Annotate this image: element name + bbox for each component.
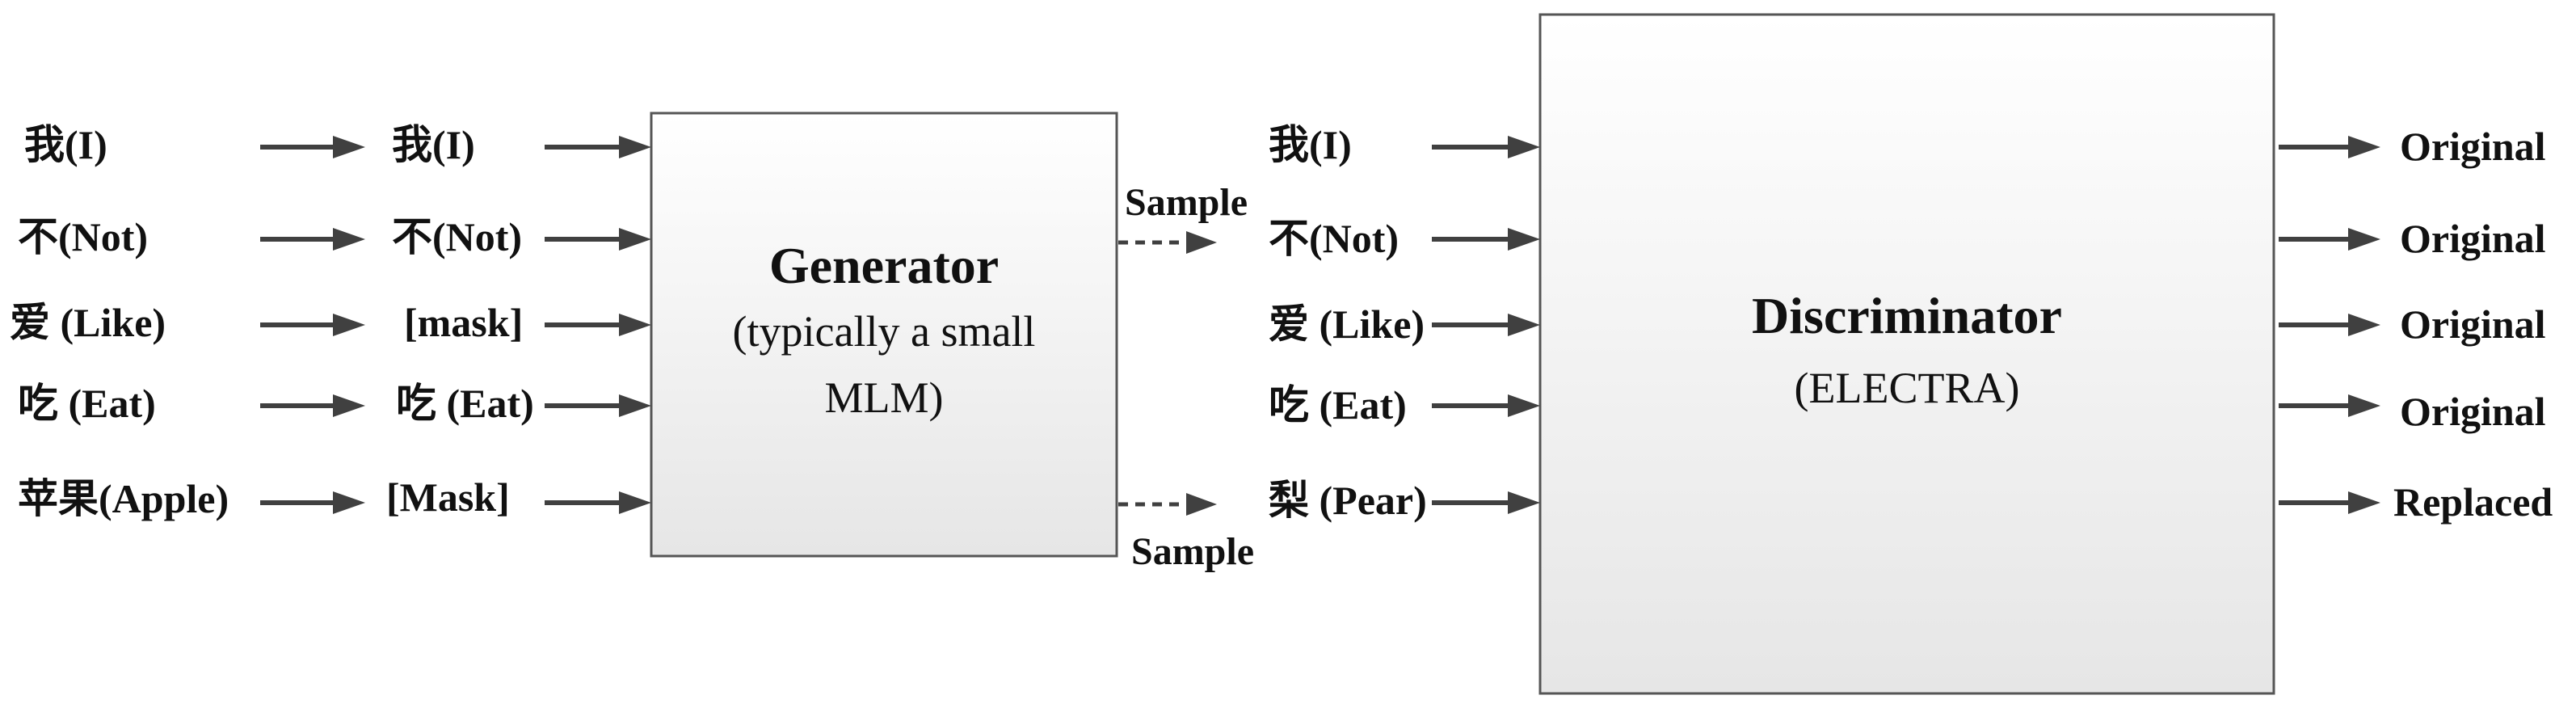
arrow-sample-to-discriminator-1 <box>1432 136 1540 158</box>
discriminator-box: Discriminator (ELECTRA) <box>1538 13 2275 695</box>
sample-label-top: Sample <box>1125 181 1248 224</box>
masked-token-4: 吃 (Eat) <box>396 381 534 426</box>
generator-subtitle-line1: (typically a small <box>733 307 1036 356</box>
sampled-token-2: 不(Not) <box>1269 216 1399 261</box>
row-5: 苹果(Apple) [Mask] 梨 (Pear) Replaced <box>18 474 2553 525</box>
sampled-token-4: 吃 (Eat) <box>1269 382 1407 428</box>
arrow-mask-to-generator-1 <box>545 136 651 158</box>
input-token-5: 苹果(Apple) <box>18 476 229 521</box>
arrow-discriminator-to-output-2 <box>2279 228 2380 251</box>
arrow-input-to-mask-2 <box>260 228 365 251</box>
arrow-input-to-mask-3 <box>260 314 365 336</box>
sampled-token-1: 我(I) <box>1269 122 1352 167</box>
arrow-discriminator-to-output-3 <box>2279 314 2380 336</box>
output-label-4: Original <box>2400 389 2546 434</box>
input-token-2: 不(Not) <box>18 214 148 259</box>
generator-box: Generator (typically a small MLM) <box>650 112 1118 558</box>
masked-token-3: [mask] <box>404 300 523 345</box>
arrow-mask-to-generator-5 <box>545 491 651 514</box>
arrow-input-to-mask-1 <box>260 136 365 158</box>
output-label-5: Replaced <box>2393 479 2553 525</box>
discriminator-subtitle: (ELECTRA) <box>1795 364 2020 412</box>
output-label-2: Original <box>2400 216 2546 261</box>
sample-label-bottom: Sample <box>1131 530 1254 573</box>
masked-token-1: 我(I) <box>392 122 475 167</box>
arrow-mask-to-generator-4 <box>545 394 651 417</box>
arrow-sample-to-discriminator-4 <box>1432 394 1540 417</box>
input-token-1: 我(I) <box>24 122 107 167</box>
input-token-4: 吃 (Eat) <box>18 381 156 426</box>
arrow-mask-to-generator-3 <box>545 314 651 336</box>
generator-subtitle-line2: MLM) <box>825 373 944 422</box>
masked-token-5: [Mask] <box>386 474 510 520</box>
arrow-discriminator-to-output-5 <box>2279 491 2380 514</box>
sample-arrow-bottom <box>1118 493 1217 516</box>
generator-title: Generator <box>769 237 999 294</box>
row-2: 不(Not) 不(Not) 不(Not) Original <box>18 214 2546 261</box>
arrow-sample-to-discriminator-5 <box>1432 491 1540 514</box>
sample-arrow-top <box>1118 231 1217 254</box>
arrow-discriminator-to-output-4 <box>2279 394 2380 417</box>
row-1: 我(I) 我(I) 我(I) Original <box>24 122 2546 169</box>
input-token-3: 爱 (Like) <box>10 300 166 345</box>
arrow-sample-to-discriminator-2 <box>1432 228 1540 251</box>
row-3: 爱 (Like) [mask] 爱 (Like) Original <box>10 300 2546 347</box>
output-label-3: Original <box>2400 301 2546 347</box>
arrow-input-to-mask-4 <box>260 394 365 417</box>
output-label-1: Original <box>2400 124 2546 169</box>
masked-token-2: 不(Not) <box>392 214 522 259</box>
arrow-mask-to-generator-2 <box>545 228 651 251</box>
arrow-discriminator-to-output-1 <box>2279 136 2380 158</box>
sampled-token-3: 爱 (Like) <box>1269 301 1425 347</box>
discriminator-title: Discriminator <box>1752 287 2062 344</box>
arrow-sample-to-discriminator-3 <box>1432 314 1540 336</box>
sampled-token-5: 梨 (Pear) <box>1269 478 1427 523</box>
row-4: 吃 (Eat) 吃 (Eat) 吃 (Eat) Original <box>18 381 2546 434</box>
arrow-input-to-mask-5 <box>260 491 365 514</box>
